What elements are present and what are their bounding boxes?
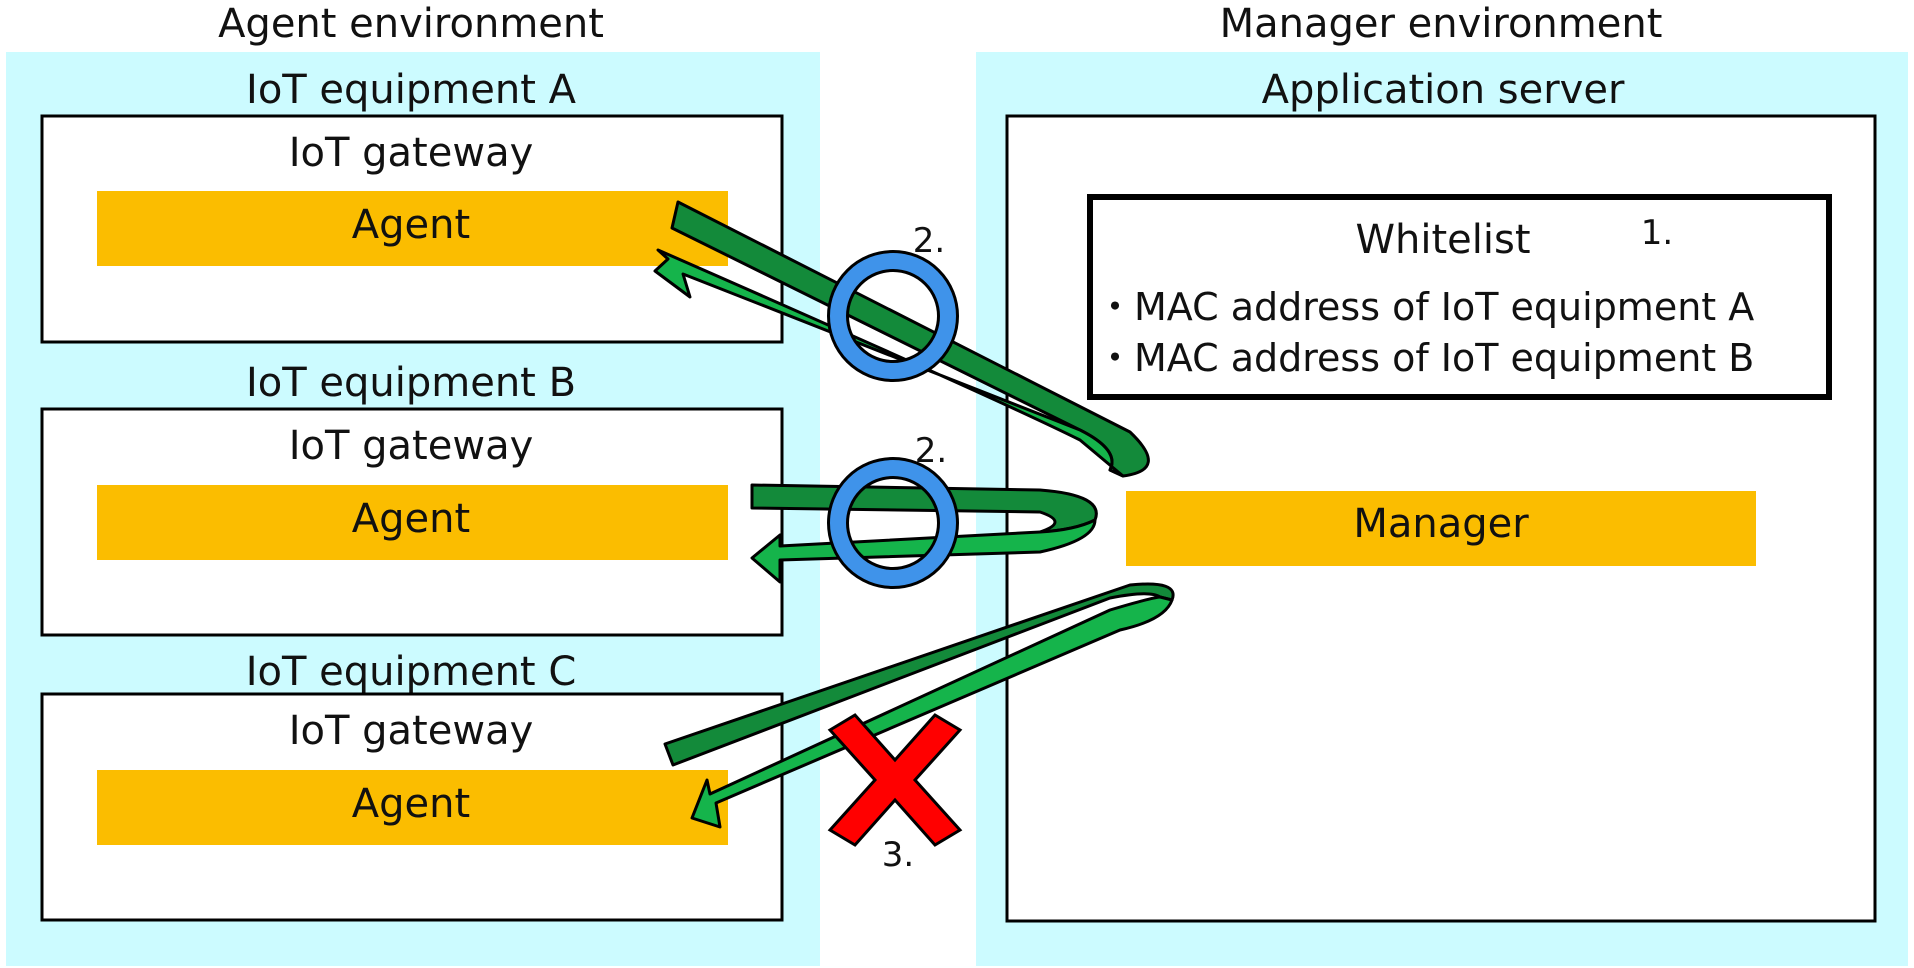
equipment-a-gateway-label: IoT gateway bbox=[289, 130, 534, 176]
equipment-c-agent-label: Agent bbox=[352, 781, 470, 827]
equipment-a-title: IoT equipment A bbox=[246, 67, 577, 113]
equipment-b-gateway-label: IoT gateway bbox=[289, 423, 534, 469]
arrow-response-a bbox=[653, 248, 1125, 478]
manager-label: Manager bbox=[1353, 501, 1529, 547]
manager-bar bbox=[1126, 491, 1756, 566]
step-label-a: 2. bbox=[913, 221, 945, 261]
cross-ng-icon bbox=[827, 713, 963, 847]
equipment-b-title: IoT equipment B bbox=[246, 360, 576, 406]
arrow-response-c bbox=[690, 595, 1174, 829]
circle-ok-icon bbox=[830, 460, 956, 586]
equipment-c-gateway-label: IoT gateway bbox=[289, 708, 534, 754]
equipment-b-agent-bar bbox=[97, 485, 728, 560]
cross-shape bbox=[827, 713, 963, 847]
whitelist-title: Whitelist bbox=[1355, 217, 1530, 263]
manager-environment-title: Manager environment bbox=[1220, 1, 1663, 47]
whitelist-box bbox=[1087, 194, 1832, 400]
whitelist-item-a: ・MAC address of IoT equipment A bbox=[1096, 285, 1754, 329]
whitelist-item-b: ・MAC address of IoT equipment B bbox=[1096, 336, 1754, 380]
equipment-a-agent-bar bbox=[97, 191, 728, 266]
arrow-response-b bbox=[750, 518, 1097, 584]
step-label-c: 3. bbox=[882, 835, 914, 875]
equipment-c-title: IoT equipment C bbox=[246, 649, 577, 695]
application-server-title: Application server bbox=[1262, 67, 1625, 113]
whitelist-step-label: 1. bbox=[1641, 213, 1673, 253]
agent-environment-title: Agent environment bbox=[218, 1, 604, 47]
equipment-c-agent-bar bbox=[97, 770, 728, 845]
equipment-a-agent-label: Agent bbox=[352, 202, 470, 248]
step-label-b: 2. bbox=[915, 431, 947, 471]
circle-ok-icon bbox=[830, 253, 956, 379]
equipment-b-agent-label: Agent bbox=[352, 496, 470, 542]
